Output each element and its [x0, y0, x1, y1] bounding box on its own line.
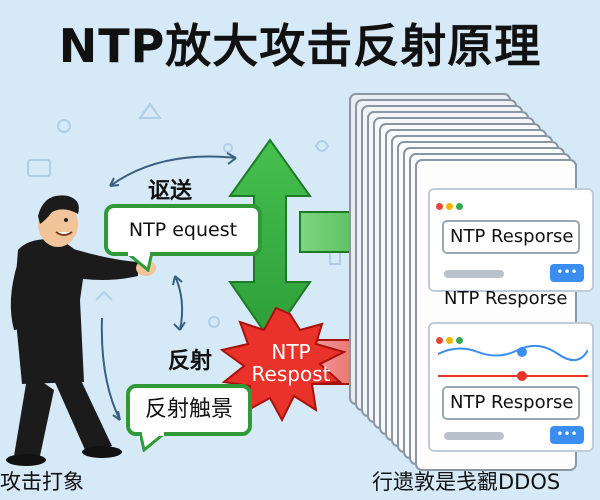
response-window-bottom: NTP Resporse •••: [428, 322, 594, 452]
request-bubble: NTP equest: [104, 204, 262, 256]
burst-line-1: NTP: [271, 340, 311, 364]
response-field-top: NTP Resporse: [442, 220, 580, 254]
response-window-top: NTP Resporse •••: [428, 188, 594, 292]
window-button[interactable]: •••: [550, 264, 584, 282]
reflect-trigger-bubble: 反射触景: [126, 384, 252, 436]
placeholder-bar: [444, 270, 504, 278]
ddos-label: 行遗敦是戋覾DDOS: [372, 470, 561, 494]
reflect-bubble-tail: [140, 432, 169, 452]
burst-line-2: Respost: [251, 362, 331, 386]
victim-label: 攻击打象: [0, 470, 84, 494]
request-bubble-text: NTP equest: [128, 219, 238, 241]
placeholder-bar: [444, 432, 504, 440]
attacker-person: [6, 195, 156, 466]
decorative-icons: [27, 102, 341, 328]
page-title: NTP放大攻击反射原理: [58, 19, 542, 73]
request-bubble-tail: [126, 252, 154, 272]
response-burst: [219, 306, 347, 423]
response-text-middle: NTP Resporse: [444, 288, 568, 309]
curved-arrows: [100, 152, 237, 421]
send-label: 讴送: [148, 179, 193, 204]
window-button[interactable]: •••: [550, 426, 584, 444]
window-controls: [436, 195, 466, 214]
traffic-graph-icon: [438, 344, 588, 381]
response-field-bottom: NTP Resporse: [442, 386, 580, 420]
reflect-label: 反射: [168, 349, 213, 374]
burst-text: NTP Respost: [232, 341, 350, 385]
reflect-trigger-bubble-text: 反射触景: [144, 397, 233, 422]
window-controls: [436, 329, 466, 348]
